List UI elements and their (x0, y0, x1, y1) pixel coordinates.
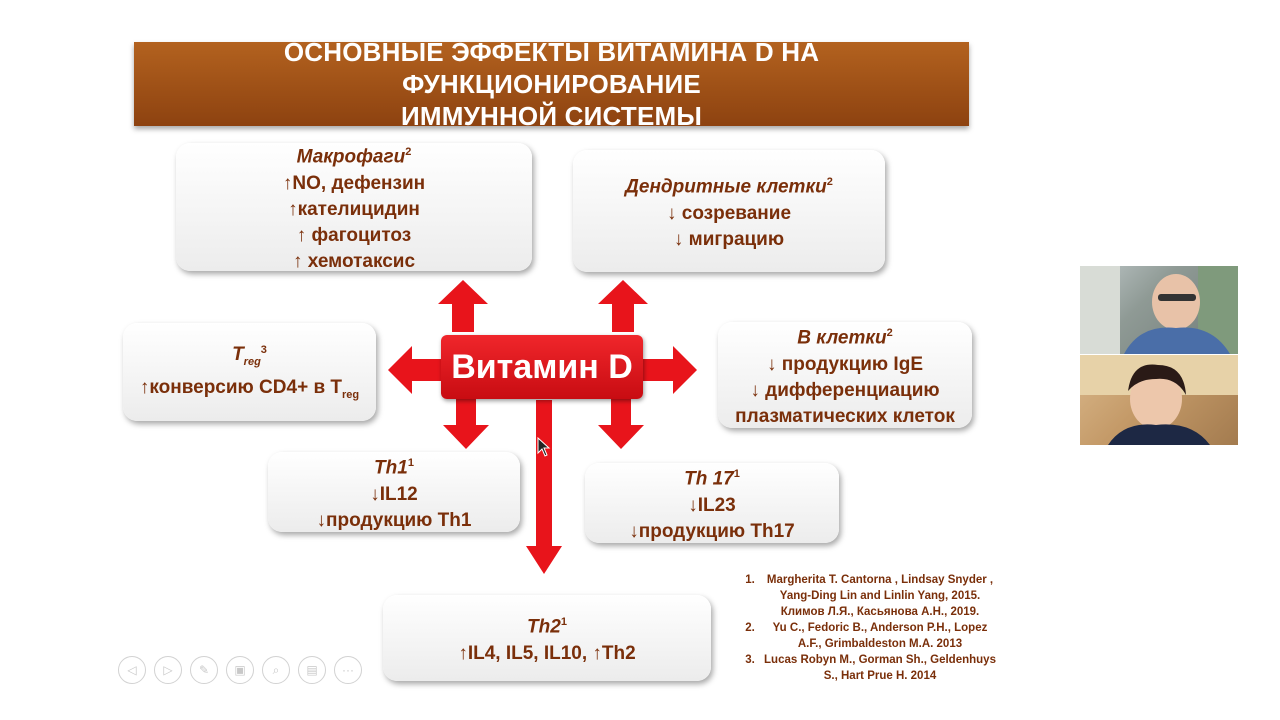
vitamin-d-center: Витамин D (441, 335, 643, 399)
slides-overview-button[interactable]: ▣ (226, 656, 254, 684)
slide-title-line1: ОСНОВНЫЕ ЭФФЕКТЫ ВИТАМИНА D НА ФУНКЦИОНИ… (283, 37, 820, 99)
macrophages-line: ↑кателицидин (288, 198, 420, 220)
slide-title: ОСНОВНЫЕ ЭФФЕКТЫ ВИТАМИНА D НА ФУНКЦИОНИ… (134, 37, 969, 131)
dendritic-line: ↓ созревание (666, 202, 792, 224)
th1-box: Th11 ↓IL12 ↓продукцию Th1 (268, 452, 520, 532)
arrow-down-right-icon (598, 399, 644, 449)
more-options-button[interactable]: ··· (334, 656, 362, 684)
zoom-button[interactable]: ⌕ (262, 656, 290, 684)
pen-tool-button[interactable]: ✎ (190, 656, 218, 684)
treg-heading: Treg (232, 343, 261, 368)
th17-box: Th 171 ↓IL23 ↓продукцию Th17 (585, 463, 839, 543)
subtitles-button[interactable]: ▤ (298, 656, 326, 684)
th1-heading: Th1 (374, 457, 408, 479)
b-cells-box: B клетки2 ↓ продукцию IgE ↓ дифференциац… (718, 322, 972, 428)
th1-line: ↓продукцию Th1 (316, 509, 472, 531)
arrow-down-left-icon (443, 399, 489, 449)
dendritic-heading: Дендритные клетки (625, 176, 827, 198)
reference-item: Yu C., Fedoric B., Anderson P.H., Lopez … (758, 620, 996, 652)
macrophages-box: Макрофаги2 ↑NO, дефензин ↑кателицидин ↑ … (176, 143, 532, 272)
arrow-up-left-icon (438, 280, 488, 332)
treg-line: ↑конверсию CD4+ в Treg (139, 376, 360, 401)
b-cells-heading: B клетки (797, 327, 887, 349)
participant-video-2[interactable] (1080, 355, 1238, 445)
th17-line: ↓IL23 (688, 494, 736, 516)
dendritic-line: ↓ миграцию (673, 228, 785, 250)
th2-line: ↑IL4, IL5, IL10, ↑Th2 (458, 642, 636, 664)
arrow-left-icon (388, 346, 442, 394)
macrophages-line: ↑ хемотаксис (292, 250, 416, 272)
reference-item: Margherita T. Cantorna , Lindsay Snyder … (758, 572, 996, 620)
th17-heading: Th 17 (684, 468, 734, 490)
previous-slide-button[interactable]: ◁ (118, 656, 146, 684)
slide-title-line2: ИММУННОЙ СИСТЕМЫ (401, 101, 702, 131)
references-list: Margherita T. Cantorna , Lindsay Snyder … (736, 572, 996, 684)
reference-item: Lucas Robyn M., Gorman Sh., Geldenhuys S… (758, 652, 996, 684)
th17-line: ↓продукцию Th17 (629, 520, 795, 542)
mouse-pointer-icon (537, 437, 551, 457)
th2-heading: Th2 (527, 616, 561, 638)
th2-box: Th21 ↑IL4, IL5, IL10, ↑Th2 (383, 595, 711, 681)
b-cells-line: ↓ дифференциацию (750, 379, 940, 401)
arrow-up-right-icon (598, 280, 648, 332)
macrophages-line: ↑NO, дефензин (282, 172, 426, 194)
macrophages-line: ↑ фагоцитоз (296, 224, 412, 246)
participant-avatar-icon (1080, 266, 1238, 354)
th1-line: ↓IL12 (370, 483, 418, 505)
participant-video-1[interactable] (1080, 266, 1238, 354)
next-slide-button[interactable]: ▷ (154, 656, 182, 684)
arrow-right-icon (643, 346, 697, 394)
participant-avatar-icon (1080, 355, 1238, 445)
b-cells-line: ↓ продукцию IgE (766, 353, 923, 375)
b-cells-line: плазматических клеток (735, 405, 955, 427)
macrophages-heading: Макрофаги (296, 146, 406, 168)
slideshow-controls: ◁ ▷ ✎ ▣ ⌕ ▤ ··· (118, 656, 362, 684)
arrow-down-long-icon (526, 400, 562, 574)
dendritic-cells-box: Дендритные клетки2 ↓ созревание ↓ миграц… (573, 150, 885, 272)
treg-box: Treg3 ↑конверсию CD4+ в Treg (123, 323, 376, 421)
